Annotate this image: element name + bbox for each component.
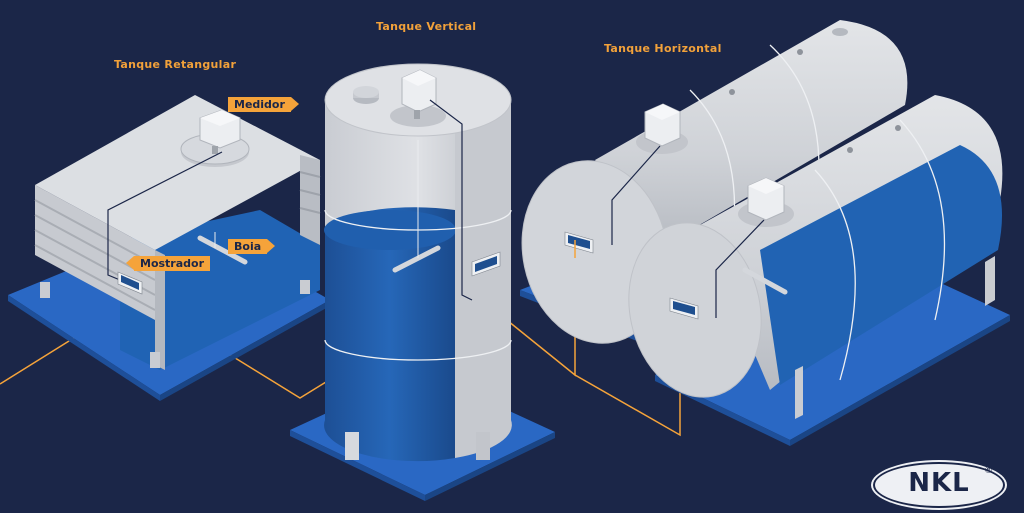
rect-meter xyxy=(199,109,241,154)
title-rectangular-tank: Tanque Retangular xyxy=(114,58,237,71)
rect-base-edge xyxy=(8,295,160,401)
label-meter: Medidor xyxy=(228,97,299,112)
vertical-tank xyxy=(290,63,555,501)
label-float: Boia xyxy=(228,239,276,254)
vert-display-device xyxy=(471,251,501,277)
logo-text: NKL xyxy=(908,468,970,498)
label-display: Mostrador xyxy=(125,256,211,271)
htank-front-float xyxy=(742,267,788,295)
rect-float xyxy=(197,235,248,265)
htank-front-display-device xyxy=(669,297,699,320)
htank-front-meter xyxy=(747,177,785,221)
title-horizontal-tank: Tanque Horizontal xyxy=(604,42,722,55)
title-vertical-tank: Tanque Vertical xyxy=(376,20,477,33)
vert-float xyxy=(392,245,441,273)
rect-display-device xyxy=(117,271,143,295)
rect-base-edge-right xyxy=(160,300,330,401)
vert-meter xyxy=(401,69,437,119)
rect-right-wall xyxy=(300,155,320,245)
htank-back-display-device xyxy=(564,231,594,254)
horizontal-tank-back xyxy=(520,20,908,346)
rectangular-tank xyxy=(8,95,330,401)
htank-back-meter xyxy=(644,103,681,147)
horizontal-tank-front xyxy=(628,95,1010,446)
vert-liquid xyxy=(324,207,455,462)
registered-mark: ® xyxy=(984,466,993,476)
rect-roof xyxy=(35,95,320,250)
nkl-logo: NKL ® xyxy=(873,462,1005,508)
